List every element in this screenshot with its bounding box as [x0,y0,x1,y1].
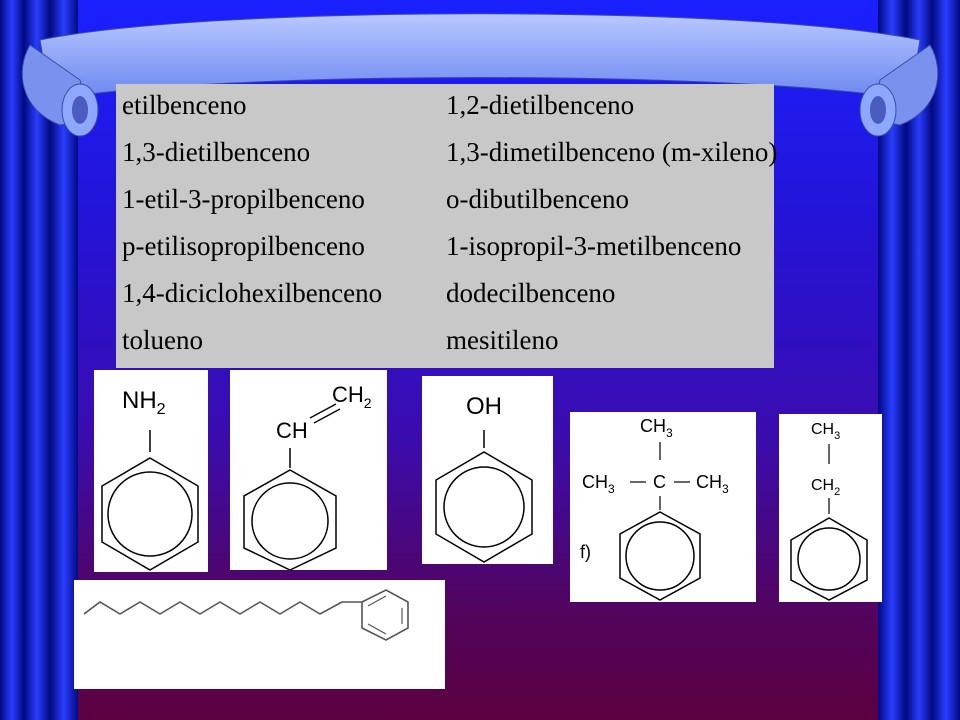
name-cell: 1,4-diciclohexilbenceno [122,278,383,308]
name-cell: dodecilbenceno [446,278,616,308]
ethyl-ch3-subscript: 3 [834,430,840,442]
name-cell: o-dibutilbenceno [446,184,629,214]
svg-text:NH2: NH2 [122,387,166,418]
styrene-ch: CH [276,418,308,443]
svg-text:CH2: CH2 [332,382,372,411]
tbu-left-subscript: 3 [608,482,615,496]
tbu-top-subscript: 3 [666,426,673,440]
tbu-center-c: C [653,472,666,492]
svg-text:CH3: CH3 [696,472,729,496]
names-row: 1,3-dietilbenceno 1,3-dimetilbenceno (m-… [116,131,778,178]
svg-text:CH3: CH3 [582,472,615,496]
names-row: p-etilisopropilbenceno 1-isopropil-3-met… [116,225,774,272]
name-cell: etilbenceno [122,90,247,120]
tbu-right-ch3: CH [696,472,722,492]
phenol-structure: OH [422,376,553,564]
compound-names-table: etilbenceno 1,2-dietilbenceno 1,3-dietil… [116,84,778,368]
ethylbenzene-structure: CH3 CH2 [779,414,882,602]
styrene-structure: CH2 CH [230,370,387,570]
name-cell: tolueno [122,325,203,355]
names-row: etilbenceno 1,2-dietilbenceno [116,84,774,131]
ethyl-ch2: CH [811,477,834,494]
svg-text:CH3: CH3 [811,421,840,442]
name-cell: 1-isopropil-3-metilbenceno [446,231,742,261]
ethyl-ch2-subscript: 2 [834,486,840,498]
dodecylbenzene-structure [74,580,445,689]
svg-text:CH3: CH3 [640,416,673,440]
ethyl-ch3: CH [811,421,834,438]
name-cell: 1-etil-3-propilbenceno [122,184,365,214]
ribbon-banner [21,13,939,137]
aniline-structure: NH2 [94,370,208,572]
name-cell: 1,3-dimetilbenceno (m-xileno) [446,137,778,167]
aniline-group: NH [122,387,157,414]
name-cell: 1,3-dietilbenceno [122,137,311,167]
names-row: 1,4-diciclohexilbenceno dodecilbenceno [116,272,774,319]
tbu-left-ch3: CH [582,472,608,492]
name-cell: 1,2-dietilbenceno [446,90,635,120]
names-row: tolueno mesitileno [116,319,774,366]
names-row: 1-etil-3-propilbenceno o-dibutilbenceno [116,178,774,225]
tert-butylbenzene-structure: CH3 CH3 C CH3 f) [570,412,756,602]
phenol-group: OH [466,393,502,420]
name-cell: p-etilisopropilbenceno [122,231,365,261]
structure-label-f: f) [580,542,591,562]
tbu-top-ch3: CH [640,416,666,436]
aniline-subscript: 2 [157,401,166,418]
name-cell: mesitileno [446,325,559,355]
svg-text:CH2: CH2 [811,477,840,498]
styrene-ch2-subscript: 2 [364,395,372,411]
tbu-right-subscript: 3 [722,482,729,496]
styrene-ch2: CH [332,382,364,407]
